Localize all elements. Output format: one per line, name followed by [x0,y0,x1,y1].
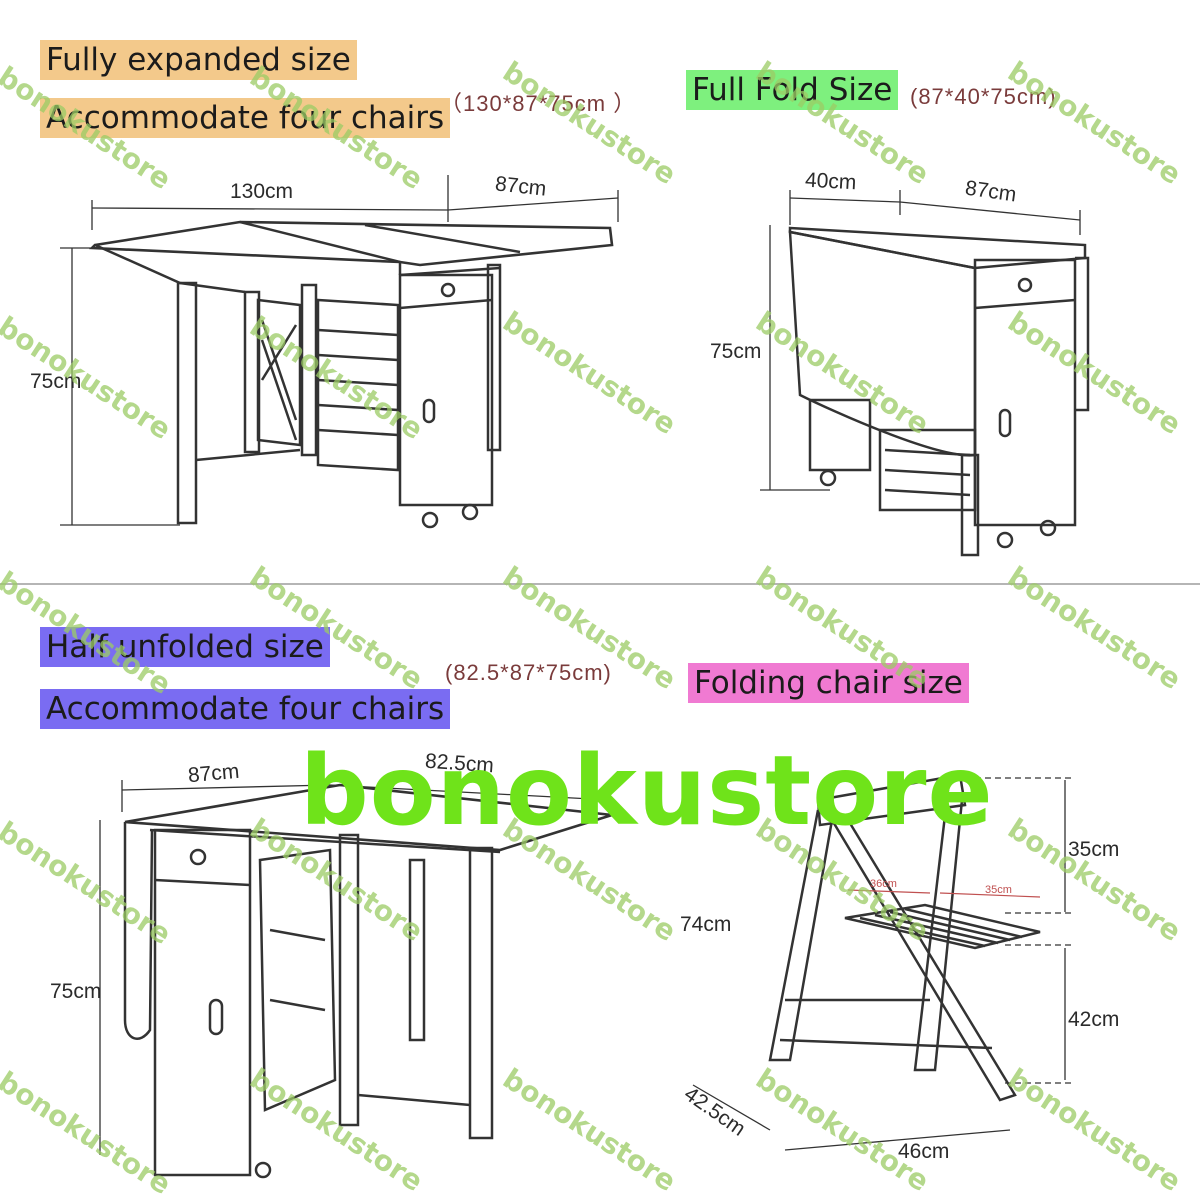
folding-chair-drawing [692,773,1075,1151]
expanded-title-line2: Accommodate four chairs [40,98,451,138]
expanded-dims: （130*87*75cm ） [440,91,637,116]
chair-seat-width-small: 35cm [985,884,1012,896]
half-dims: (82.5*87*75cm) [445,660,612,685]
half-height-label: 75cm [50,980,102,1003]
chair-back-label: 35cm [1068,838,1120,861]
half-table-drawing [99,780,613,1179]
expanded-width-label: 130cm [230,180,294,203]
expanded-table-drawing [60,175,619,529]
folded-width-label: 40cm [804,168,857,195]
half-title-line1: Half unfolded size [40,627,330,667]
section-divider [0,583,1200,585]
folded-table-drawing [760,190,1090,557]
folded-dims: (87*40*75cm) [910,84,1057,109]
expanded-height-label: 75cm [30,370,82,393]
chair-seat-height-label: 42cm [1068,1008,1120,1031]
expanded-title-line1: Fully expanded size [40,40,357,80]
big-watermark: bonokustore [300,735,994,847]
folded-title: Full Fold Size [686,70,899,110]
chair-width-label: 46cm [898,1140,950,1163]
chair-total-height-label: 74cm [680,913,732,936]
half-depth-label: 87cm [187,759,241,788]
chair-seat-depth-small: 36cm [870,878,897,890]
folded-height-label: 75cm [710,340,762,363]
half-title-line2: Accommodate four chairs [40,689,451,729]
chair-title: Folding chair size [688,663,969,703]
